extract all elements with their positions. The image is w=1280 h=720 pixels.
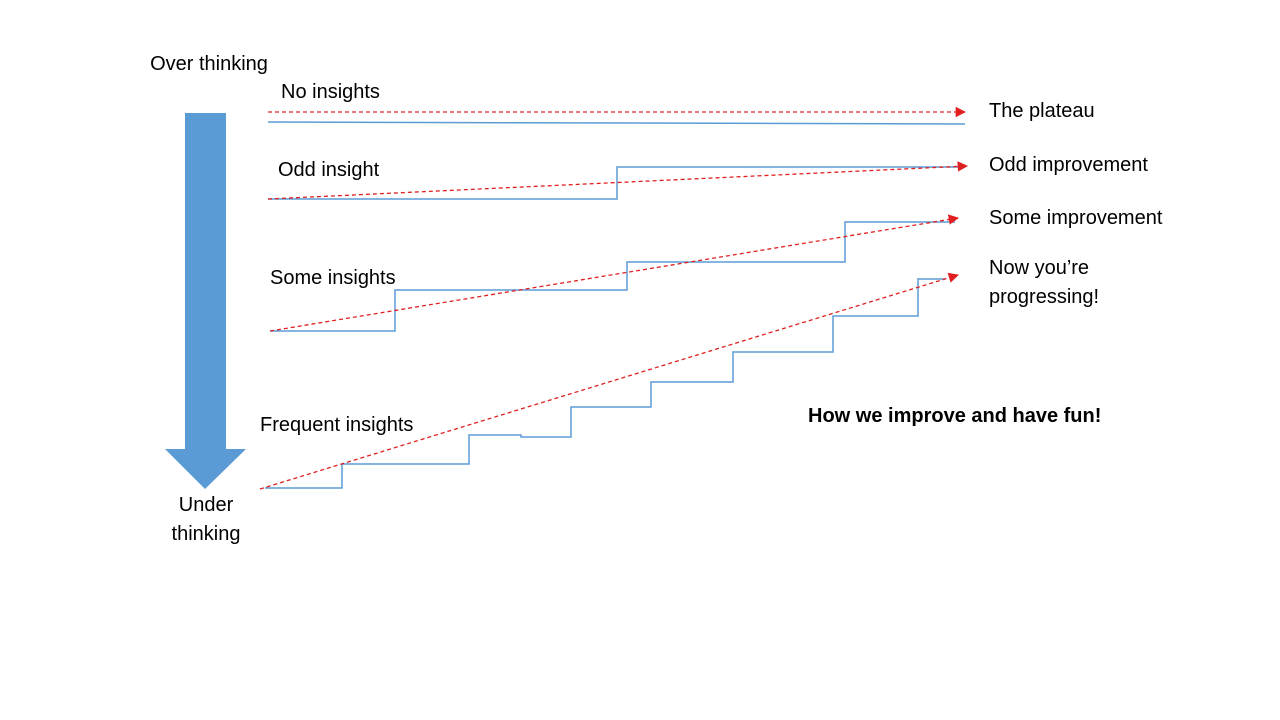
insight-label-frequent-insights: Frequent insights [260, 414, 414, 436]
thinking-scale-arrow [165, 113, 246, 489]
step-line-some-insights [270, 221, 955, 332]
outcome-label-progressing: Now you’re progressing! [989, 257, 1100, 308]
insight-label-odd-insight: Odd insight [278, 159, 380, 181]
outcome-label-some-improvement: Some improvement [989, 207, 1163, 229]
insight-label-some-insights: Some insights [270, 267, 396, 289]
axis-label-over-thinking: Over thinking [150, 53, 268, 75]
trend-arrow-some-insights [269, 214, 960, 332]
caption: How we improve and have fun! [808, 405, 1102, 427]
step-line-no-insights [267, 121, 966, 125]
step-line-frequent-insights [265, 278, 945, 489]
insight-label-no-insights: No insights [281, 81, 380, 103]
step-line-odd-insight [268, 166, 965, 200]
trend-arrow-odd-insight [267, 161, 969, 200]
outcome-label-plateau: The plateau [989, 100, 1095, 122]
axis-label-under-thinking: Under thinking [171, 494, 241, 545]
trend-arrow-frequent-insights [259, 272, 959, 490]
outcome-label-odd-improvement: Odd improvement [989, 154, 1148, 176]
